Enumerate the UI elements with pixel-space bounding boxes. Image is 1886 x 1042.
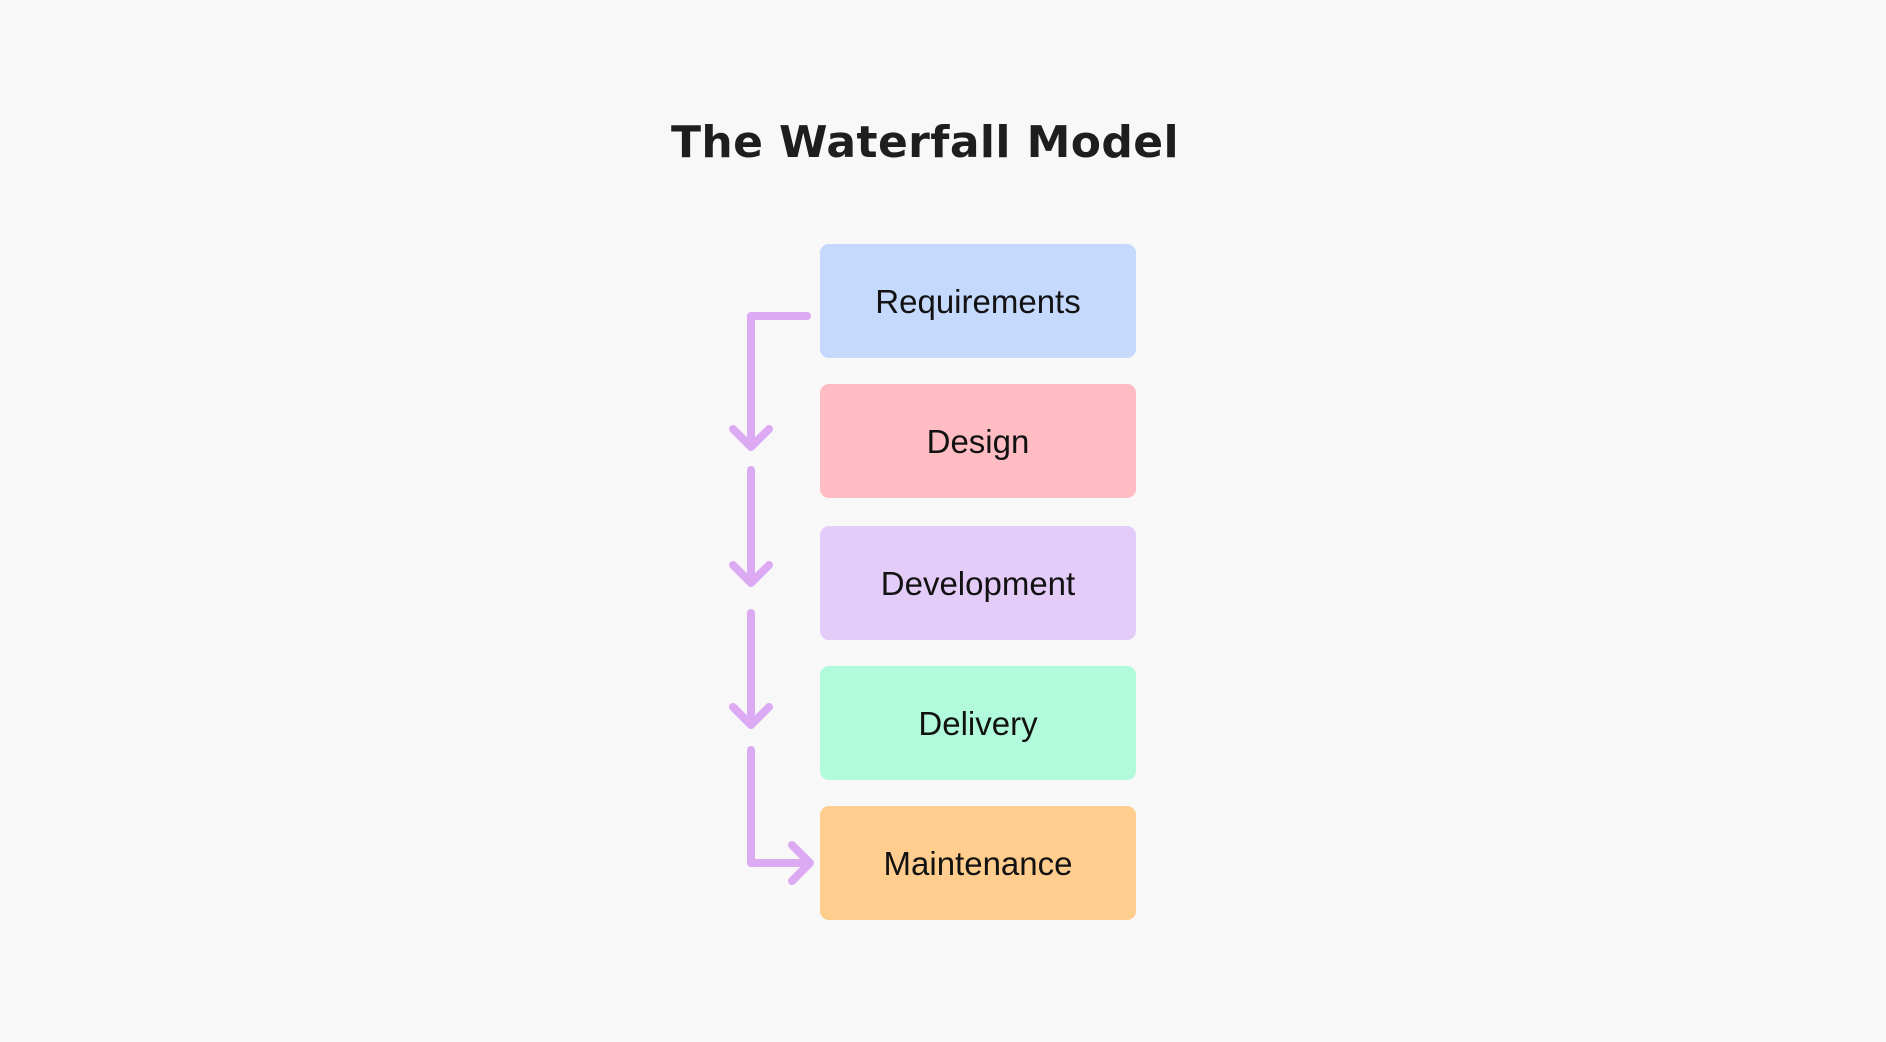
page-title: The Waterfall Model <box>670 117 1180 168</box>
stage-box-design: Design <box>820 384 1136 498</box>
flow-arrow-development-to-delivery <box>729 609 773 729</box>
stage-box-development: Development <box>820 526 1136 640</box>
stage-label-design: Design <box>926 422 1030 460</box>
flow-arrows <box>729 312 814 885</box>
stage-label-maintenance: Maintenance <box>883 844 1073 882</box>
flow-arrow-design-to-development <box>729 466 773 587</box>
stage-box-delivery: Delivery <box>820 666 1136 780</box>
stage-label-requirements: Requirements <box>875 282 1081 320</box>
flow-arrow-requirements-to-design <box>729 312 811 451</box>
stage-label-development: Development <box>880 564 1076 602</box>
stage-box-requirements: Requirements <box>820 244 1136 358</box>
stage-label-delivery: Delivery <box>918 704 1038 742</box>
stage-box-maintenance: Maintenance <box>820 806 1136 920</box>
flow-arrow-delivery-to-maintenance <box>747 746 814 885</box>
